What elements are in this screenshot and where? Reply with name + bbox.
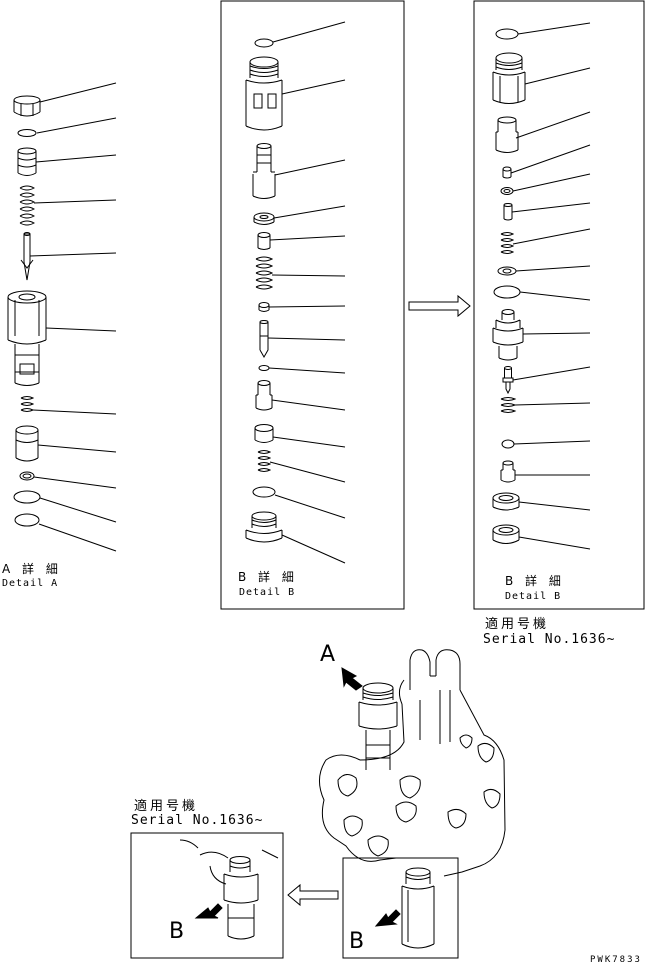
detail-b2-jp-label: B 詳 細 — [505, 574, 565, 588]
view-b-left-part — [179, 839, 279, 940]
view-b-right-arrow — [374, 909, 401, 927]
view-b-left-letter: B — [169, 919, 186, 944]
leaders-detail-b2 — [510, 22, 591, 550]
view-a-arrow — [341, 667, 363, 691]
arrow-to-detail-b2 — [408, 294, 471, 318]
part-a-plug — [17, 147, 37, 176]
leaders-detail-a — [29, 82, 117, 552]
part-a-oring-4 — [14, 513, 40, 527]
serial-en-label-2: Serial No.1636~ — [131, 813, 264, 828]
part-a-spring-2 — [20, 396, 35, 412]
view-a-letter: A — [320, 642, 337, 667]
detail-b1-group — [245, 21, 346, 564]
view-b-left-arrow — [194, 903, 223, 919]
part-a-seat — [15, 425, 39, 462]
part-a-needle — [20, 232, 34, 281]
valve-assembly — [319, 649, 506, 877]
part-a-oring-2 — [19, 471, 35, 481]
serial-en-label-1: Serial No.1636~ — [483, 632, 616, 647]
part-a-body — [7, 290, 47, 386]
detail-b2-en-label: Detail B — [505, 591, 562, 602]
leaders-detail-b1 — [267, 21, 346, 564]
view-b-right-part — [401, 867, 435, 949]
part-a-nut — [13, 95, 41, 117]
detail-b1-jp-label: B 詳 細 — [238, 570, 298, 584]
part-a-spring-1 — [19, 185, 36, 226]
drawing-code: PWK7833 — [590, 955, 642, 965]
detail-b-frame-2 — [473, 0, 645, 610]
part-a-oring-1 — [17, 129, 37, 137]
view-b-right-letter: B — [349, 929, 366, 954]
part-a-oring-2-inner — [22, 473, 32, 479]
view-b-frame-right — [342, 857, 459, 959]
detail-b2-group — [492, 22, 591, 550]
serial-jp-label-2: 適用号機 — [134, 799, 199, 814]
serial-jp-label-1: 適用号機 — [485, 617, 550, 632]
detail-b-frame-1 — [220, 0, 405, 610]
detail-a-jp-label: A 詳 細 — [2, 562, 62, 576]
part-a-oring-3 — [13, 490, 41, 504]
detail-a-group — [7, 82, 117, 552]
arrow-to-view-b-left — [287, 883, 339, 907]
detail-b1-en-label: Detail B — [239, 587, 296, 598]
detail-a-en-label: Detail A — [2, 578, 59, 589]
view-b-frame-left — [130, 832, 284, 959]
